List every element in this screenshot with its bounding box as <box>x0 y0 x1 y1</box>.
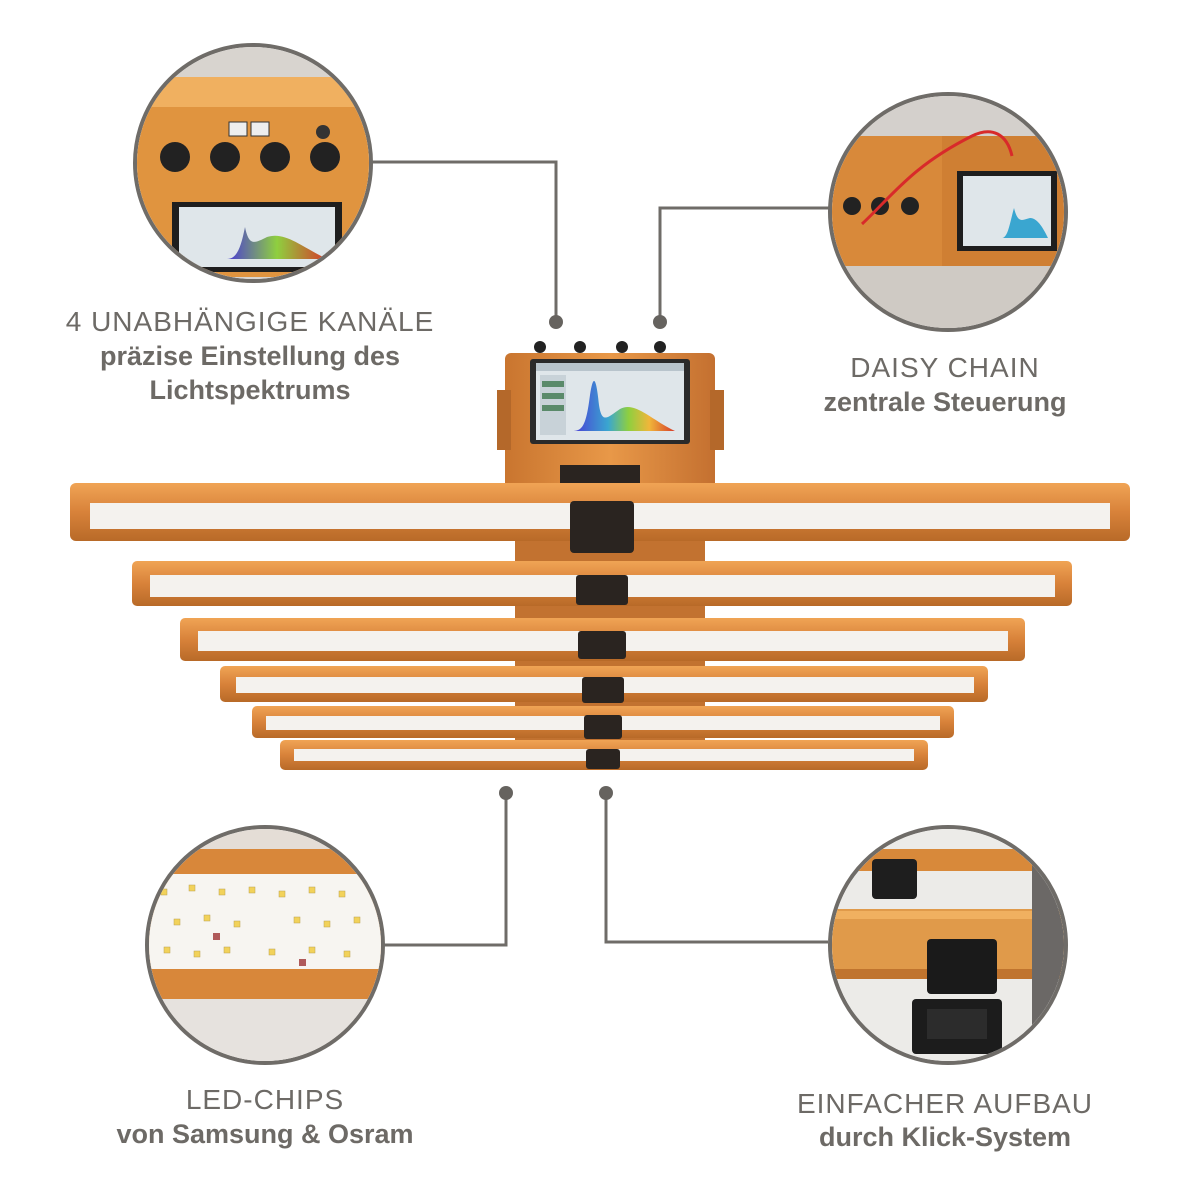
channels-subtitle-line2: Lichtspektrums <box>149 375 351 405</box>
connector-dot-channels <box>549 315 563 329</box>
connector-assembly <box>604 793 828 944</box>
daisy-chain-subtitle: zentrale Steuerung <box>823 387 1067 417</box>
ethernet-port-icon <box>228 121 270 137</box>
detail-circle-daisy-chain <box>828 92 1068 332</box>
connector-dot-led-chips <box>499 786 513 800</box>
detail-circle-led-chips <box>145 825 385 1065</box>
connector-daisy-chain <box>658 206 830 322</box>
channels-subtitle: präzise Einstellung des Lichtspektrums <box>60 339 440 407</box>
assembly-title: EINFACHER AUFBAU <box>796 1088 1094 1119</box>
knob-icon <box>160 125 340 172</box>
led-chips-subtitle: von Samsung & Osram <box>116 1119 414 1149</box>
detail-circle-channels <box>133 43 373 283</box>
connector-channels <box>372 160 558 322</box>
channels-title: 4 UNABHÄNGIGE KANÄLE <box>65 306 435 337</box>
controller-icon <box>497 341 724 498</box>
led-chips-title: LED-CHIPS <box>185 1084 345 1115</box>
detail-circle-assembly <box>828 825 1068 1065</box>
connector-dot-daisy-chain <box>653 315 667 329</box>
connector-dot-assembly <box>599 786 613 800</box>
led-bar-icon <box>70 483 1130 770</box>
channels-subtitle-line1: präzise Einstellung des <box>99 341 401 371</box>
led-grow-light-product <box>70 341 1130 770</box>
assembly-subtitle: durch Klick-System <box>818 1122 1072 1152</box>
daisy-chain-title: DAISY CHAIN <box>850 352 1040 383</box>
connector-led-chips <box>382 793 508 947</box>
